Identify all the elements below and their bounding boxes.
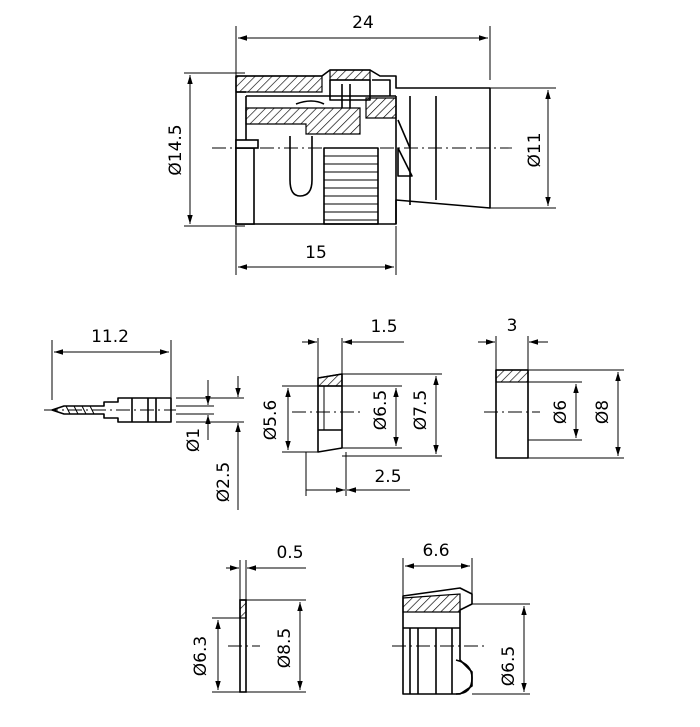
- dim-ring-width: 3: [507, 316, 518, 336]
- dim-pin-dia-small: Ø1: [184, 428, 204, 452]
- dim-ferrule-length: 2.5: [374, 467, 401, 487]
- dim-nut-dia: Ø6.5: [499, 646, 519, 686]
- dim-ferrule-dia-b: Ø6.5: [371, 390, 391, 430]
- dim-main-length: 24: [352, 13, 374, 33]
- washer-view: 0.5 Ø6.3 Ø8.5: [191, 543, 306, 693]
- dim-washer-dia-inner: Ø6.3: [191, 636, 211, 676]
- dim-nut-length: 6.6: [422, 541, 449, 561]
- dim-ring-dia-outer: Ø8: [593, 400, 613, 424]
- dim-ring-dia-inner: Ø6: [551, 400, 571, 424]
- dim-pin-length: 11.2: [91, 327, 129, 347]
- dim-pin-dia-large: Ø2.5: [214, 462, 234, 502]
- dim-main-inner-dia: Ø11: [525, 132, 545, 167]
- dim-washer-dia-outer: Ø8.5: [275, 628, 295, 668]
- contact-pin-view: 11.2 Ø1 Ø2.5: [44, 327, 244, 510]
- dim-main-outer-dia: Ø14.5: [166, 124, 186, 175]
- dim-ferrule-width: 1.5: [370, 317, 397, 337]
- dim-main-body-length: 15: [305, 243, 327, 263]
- dim-ferrule-dia-c: Ø7.5: [411, 390, 431, 430]
- connector-assembly-view: 24 Ø14.5 Ø11 15: [166, 13, 556, 275]
- nut-view: 6.6 Ø6.5: [392, 541, 530, 695]
- ferrule-view: 1.5 Ø5.6 Ø6.5 Ø7.5 2.5: [261, 317, 442, 496]
- dim-washer-thickness: 0.5: [276, 543, 303, 563]
- dim-ferrule-dia-a: Ø5.6: [261, 400, 281, 440]
- ring-view: 3 Ø6 Ø8: [478, 316, 624, 459]
